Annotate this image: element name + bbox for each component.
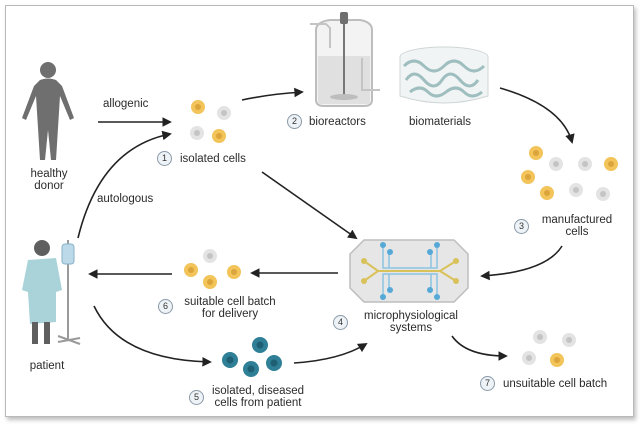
- step-badge-5: 5: [189, 390, 204, 405]
- healthy-donor-label-line2: donor: [34, 180, 64, 192]
- mps-label-line1: microphysiological: [364, 310, 458, 322]
- biomaterials-icon: [399, 46, 489, 104]
- step-badge-4: 4: [333, 315, 348, 330]
- manufactured-cells-label-line1: manufactured: [541, 214, 613, 226]
- diseased-cells-label: isolated, diseased cells from patient: [208, 385, 308, 409]
- step-badge-3: 3: [514, 219, 529, 234]
- bioreactors-label: bioreactors: [309, 116, 366, 128]
- patient-label: patient: [29, 360, 65, 372]
- manufactured-cells-label-line2: cells: [565, 226, 589, 238]
- suitable-batch-label: suitable cell batch for delivery: [180, 296, 280, 320]
- arrow-cells-to-chip: [261, 171, 358, 240]
- arrow-manufactured-to-chip: [480, 245, 563, 281]
- suitable-batch-label-line1: suitable cell batch: [184, 296, 276, 308]
- arrow-cells-to-bioreactor: [241, 87, 304, 101]
- arrow-patient-to-diseased: [93, 305, 212, 367]
- patient-icon: [22, 240, 81, 345]
- diseased-cells-label-line2: cells from patient: [214, 397, 302, 409]
- mps-label-line2: systems: [389, 322, 433, 334]
- edge-label-autologous: autologous: [97, 193, 154, 205]
- edge-label-allogenic: allogenic: [103, 98, 149, 110]
- arrow-diseased-to-chip: [293, 342, 368, 364]
- arrow-chip-to-unsuitable: [451, 335, 508, 361]
- manufactured-cells-label: manufactured cells: [537, 214, 617, 238]
- healthy-donor-label: healthy donor: [20, 168, 78, 192]
- healthy-donor-icon: [22, 62, 74, 160]
- suitable-cells-icon: [184, 249, 241, 289]
- microphysiological-systems-label: microphysiological systems: [356, 310, 466, 334]
- isolated-cells-label: isolated cells: [180, 153, 246, 165]
- step-badge-6: 6: [158, 299, 173, 314]
- diseased-cells-icon: [222, 337, 282, 377]
- manufactured-cells-icon: [521, 146, 618, 201]
- isolated-cells-icon: [190, 100, 231, 143]
- unsuitable-batch-label: unsuitable cell batch: [503, 378, 608, 390]
- suitable-batch-label-line2: for delivery: [201, 308, 259, 320]
- step-badge-1: 1: [157, 151, 172, 166]
- step-badge-7: 7: [480, 376, 495, 391]
- bioreactor-icon: [310, 12, 380, 107]
- arrow-autologous: [77, 130, 172, 239]
- arrow-biomaterials-to-manufactured: [499, 87, 575, 144]
- organ-chip-icon: [349, 239, 469, 303]
- healthy-donor-label-line1: healthy: [30, 168, 68, 180]
- step-badge-2: 2: [287, 114, 302, 129]
- diseased-cells-label-line1: isolated, diseased: [211, 385, 305, 397]
- biomaterials-label: biomaterials: [409, 116, 471, 128]
- unsuitable-cells-icon: [522, 330, 576, 367]
